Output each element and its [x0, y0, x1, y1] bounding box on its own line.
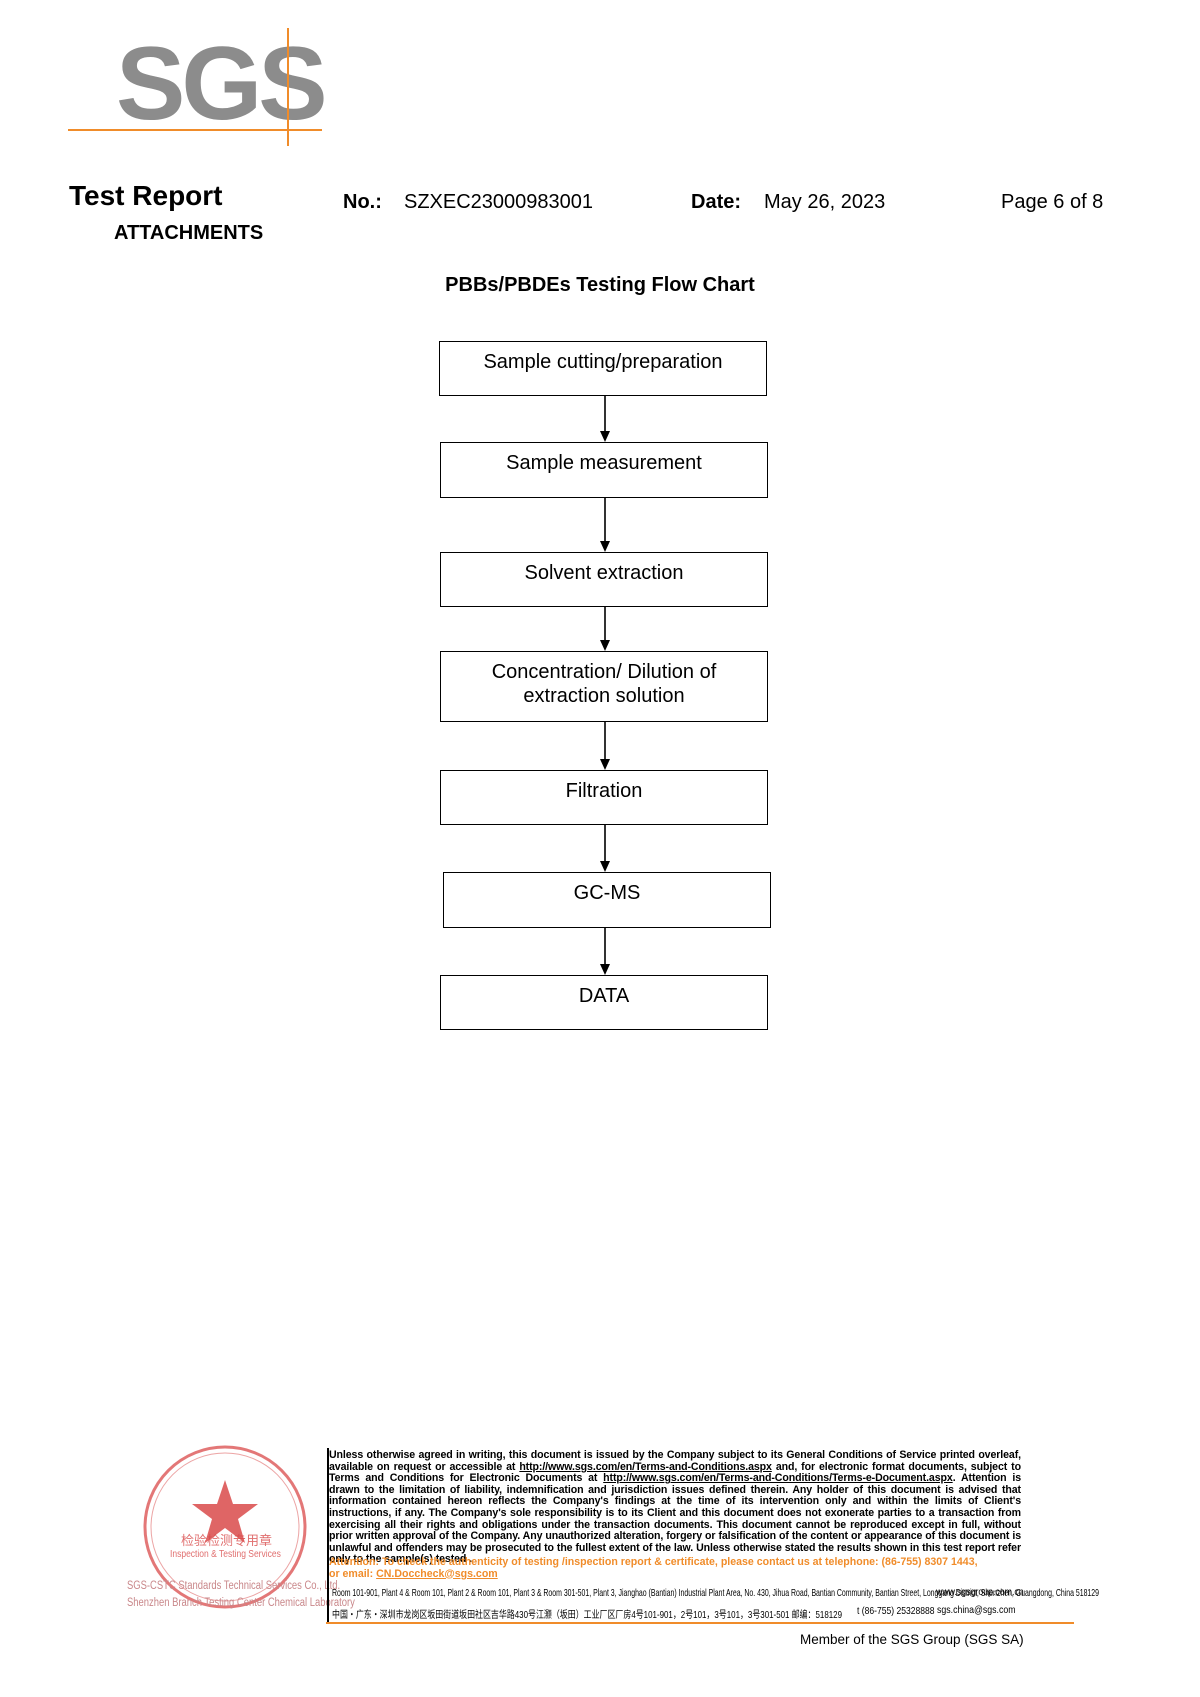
flow-step-text: GC-MS: [573, 882, 641, 904]
report-number-label: No.:: [343, 191, 382, 213]
telephone: t (86-755) 25328888: [857, 1606, 935, 1617]
doccheck-email-link[interactable]: CN.Doccheck@sgs.com: [376, 1567, 498, 1580]
report-title: Test Report: [69, 180, 223, 211]
report-date: May 26, 2023: [764, 191, 886, 213]
arrow-down-icon: [600, 722, 610, 770]
flow-step-box: Solvent extraction: [440, 552, 768, 607]
arrow-down-icon: [600, 498, 610, 552]
arrow-down-icon: [600, 396, 610, 442]
website-link[interactable]: www.sgsgroup.com.cn: [936, 1587, 1024, 1598]
flow-step-text: Solvent extraction: [524, 562, 684, 584]
attention-notice: Attention: To check the authenticity of …: [329, 1556, 978, 1580]
seal-company-line1: SGS-CSTC Standards Technical Services Co…: [127, 1580, 341, 1592]
flow-step-box: Sample measurement: [440, 442, 768, 498]
disclaimer-part2: and, for electronic format documents, su…: [329, 1460, 1021, 1485]
flowchart-title: PBBs/PBDEs Testing Flow Chart: [445, 274, 755, 296]
seal-company-line2: Shenzhen Branch Testing Center Chemical …: [127, 1597, 355, 1609]
address-chinese: 中国・广东・深圳市龙岗区坂田街道坂田社区吉华路430号江灏（坂田）工业厂区厂房4…: [332, 1610, 843, 1621]
report-date-label: Date:: [691, 191, 742, 213]
company-seal-icon: [143, 1445, 307, 1609]
sgs-logo-text: SGS: [116, 26, 328, 142]
footer-disclaimer: Unless otherwise agreed in writing, this…: [329, 1449, 1021, 1566]
flow-step-text: Concentration/ Dilution of: [491, 661, 717, 683]
flow-step-text: Filtration: [565, 780, 643, 802]
e-document-terms-link[interactable]: http://www.sgs.com/en/Terms-and-Conditio…: [603, 1472, 953, 1485]
contact-email[interactable]: sgs.china@sgs.com: [937, 1605, 1016, 1616]
logo-horizontal-line: [68, 129, 322, 131]
flow-step-text: DATA: [578, 985, 630, 1007]
attention-line1: Attention: To check the authenticity of …: [329, 1556, 978, 1568]
address-english: Room 101-901, Plant 4 & Room 101, Plant …: [332, 1588, 1099, 1599]
disclaimer-part1: Unless otherwise agreed in writing, this…: [329, 1449, 1021, 1473]
seal-inner-english: Inspection & Testing Services: [170, 1549, 281, 1560]
report-number: SZXEC23000983001: [404, 191, 594, 213]
sgs-group-member: Member of the SGS Group (SGS SA): [800, 1632, 1024, 1647]
page-number: Page 6 of 8: [1001, 191, 1104, 213]
flow-step-box: DATA: [440, 975, 768, 1030]
flow-step-box: GC-MS: [443, 872, 771, 928]
disclaimer-part3: . Attention is drawn to the limitation o…: [329, 1472, 1021, 1566]
arrow-down-icon: [600, 928, 610, 975]
flow-step-box: Sample cutting/preparation: [439, 341, 767, 396]
report-subtitle: ATTACHMENTS: [114, 222, 264, 244]
footer-vertical-line: [327, 1448, 329, 1624]
attention-email-prefix: or email:: [329, 1567, 377, 1580]
footer-rule: [326, 1622, 1074, 1624]
flow-step-text: Sample cutting/preparation: [483, 351, 723, 373]
seal-chinese-text: 检验检测专用章: [181, 1533, 273, 1548]
arrow-down-icon: [600, 607, 610, 651]
logo-vertical-line: [287, 28, 289, 146]
flow-step-box: Filtration: [440, 770, 768, 825]
flow-step-text: extraction solution: [523, 685, 685, 707]
terms-link[interactable]: http://www.sgs.com/en/Terms-and-Conditio…: [519, 1460, 772, 1473]
flow-step-text: Sample measurement: [506, 452, 702, 474]
arrow-down-icon: [600, 825, 610, 872]
